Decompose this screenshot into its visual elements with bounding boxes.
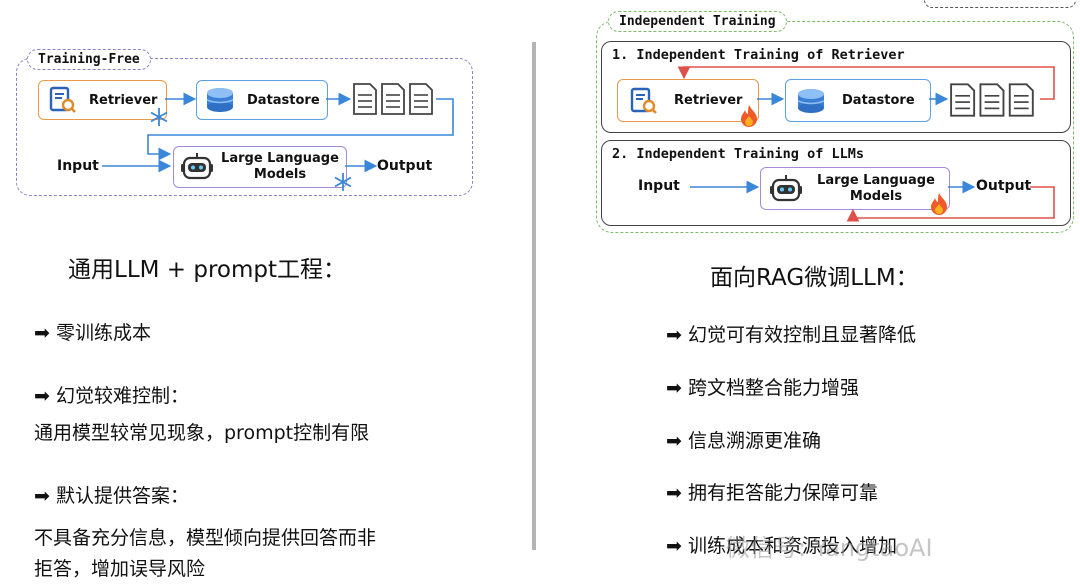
box2-title: 2. Independent Training of LLMs xyxy=(612,146,864,162)
snowflake-icon xyxy=(150,108,168,126)
left-bullet-2-detail: 通用模型较常见现象，prompt控制有限 xyxy=(34,422,370,444)
right-bullet-3: ➡ 信息溯源更准确 xyxy=(666,430,821,452)
right-bullet-1: ➡ 幻觉可有效控制且显著降低 xyxy=(666,324,916,346)
retriever-label: Retriever xyxy=(89,92,158,108)
robot-icon xyxy=(770,174,802,201)
right-bullet-5: ➡ 训练成本和资源投入增加 xyxy=(666,535,897,557)
input-label: Input xyxy=(57,158,99,174)
output-label: Output xyxy=(976,178,1032,194)
training-free-panel xyxy=(16,58,473,196)
fire-icon xyxy=(931,193,947,215)
datastore-label: Datastore xyxy=(247,92,320,108)
left-bullet-1: ➡ 零训练成本 xyxy=(34,322,151,344)
robot-icon xyxy=(181,153,213,180)
llm-label-line2: Models xyxy=(849,188,903,204)
search-doc-icon xyxy=(49,86,76,113)
left-bullet-3-detail-line2: 拒答，增加误导风险 xyxy=(34,558,206,580)
left-bullet-3: ➡ 默认提供答案： xyxy=(34,485,189,507)
document-stack-icon xyxy=(353,83,433,115)
snowflake-icon xyxy=(334,173,352,191)
independent-training-tag: Independent Training xyxy=(608,11,787,32)
database-icon xyxy=(206,88,234,112)
independent-training-panel xyxy=(596,21,1074,233)
right-heading: 面向RAG微调LLM： xyxy=(710,265,919,291)
box1-title: 1. Independent Training of Retriever xyxy=(612,47,905,63)
left-flow-arrows xyxy=(102,92,454,173)
llm-box-right: Large Language Models xyxy=(760,167,950,210)
llm-label-line1: Large Language xyxy=(817,172,935,188)
llm-box: Large Language Models xyxy=(173,146,347,188)
database-icon xyxy=(797,88,825,113)
search-doc-icon xyxy=(630,87,657,114)
input-label: Input xyxy=(638,178,680,194)
center-divider xyxy=(532,42,536,550)
training-free-tag: Training-Free xyxy=(27,49,151,70)
llm-label-line1: Large Language xyxy=(221,151,339,166)
datastore-box-right: Datastore xyxy=(785,79,931,122)
retriever-box-right: Retriever xyxy=(617,79,759,122)
right-bullet-4: ➡ 拥有拒答能力保障可靠 xyxy=(666,482,878,504)
left-bullet-3-detail-line1: 不具备充分信息，模型倾向提供回答而非 xyxy=(34,527,377,549)
document-stack-icon xyxy=(950,83,1034,117)
left-heading: 通用LLM + prompt工程： xyxy=(68,257,347,283)
datastore-box: Datastore xyxy=(196,80,328,120)
retriever-label: Retriever xyxy=(674,93,743,108)
fire-icon xyxy=(741,105,757,127)
watermark: 微信号: YangtaoAI xyxy=(726,534,933,562)
left-bullet-2: ➡ 幻觉较难控制： xyxy=(34,385,189,407)
retriever-box: Retriever xyxy=(38,80,167,120)
llm-training-box xyxy=(601,140,1071,226)
datastore-label: Datastore xyxy=(842,93,915,108)
right-bullet-2: ➡ 跨文档整合能力增强 xyxy=(666,377,859,399)
llm-label-line2: Models xyxy=(253,167,307,182)
output-label: Output xyxy=(377,158,433,174)
right-flow-arrows xyxy=(677,66,1055,222)
